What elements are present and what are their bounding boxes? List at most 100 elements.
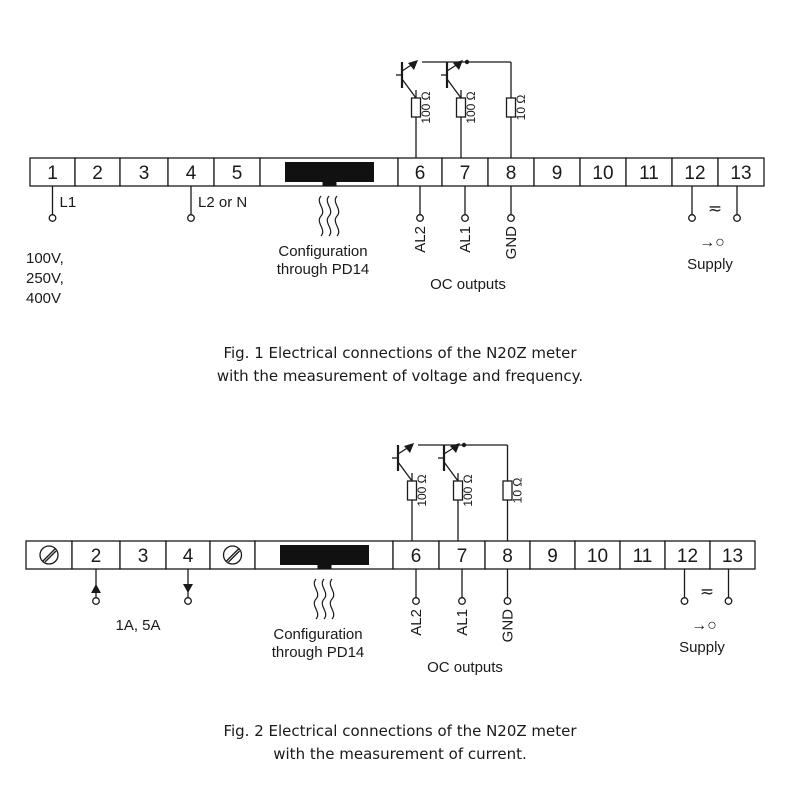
terminal-number: 7	[457, 546, 468, 567]
current-out-arrow-icon	[183, 584, 193, 593]
resistor-body	[452, 480, 464, 501]
screw-terminal-icon	[222, 545, 243, 565]
terminal-number: 10	[587, 546, 608, 567]
transistor-emitter	[446, 78, 462, 99]
terminal-number: 6	[415, 163, 426, 184]
resistor-value: 100 Ω	[461, 474, 475, 506]
ac-symbol-icon: ≂	[700, 582, 714, 601]
supply-arrow-icon: →○	[699, 234, 725, 251]
terminal-number: 13	[722, 546, 743, 567]
transistor-arrow	[408, 60, 418, 70]
config-wave-line	[321, 578, 327, 620]
terminal-number: 2	[92, 163, 103, 184]
terminal-box	[717, 157, 765, 187]
configuration-label-line-2: through PD14	[272, 644, 365, 661]
terminal-box	[533, 157, 581, 187]
input-l1-label: L1	[60, 194, 77, 211]
output-al1-terminal-icon	[458, 597, 466, 605]
terminal-number: 9	[552, 163, 563, 184]
figure-1-caption: Fig. 1 Electrical connections of the N20…	[0, 342, 800, 388]
screw-terminal-icon	[39, 545, 59, 565]
terminal-number: 5	[232, 163, 243, 184]
rail-junction-dot	[464, 59, 470, 65]
supply-arrow-icon: →○	[691, 617, 717, 634]
output-al2-label: AL2	[408, 609, 425, 636]
terminal-box	[441, 157, 489, 187]
config-wave-line	[329, 578, 335, 620]
voltage-range-label: 250V,	[26, 270, 64, 287]
output-al1-label: AL1	[454, 609, 471, 636]
oc-outputs-label: OC outputs	[427, 659, 503, 676]
output-al2-label: AL2	[412, 226, 429, 253]
output-gnd-label: GND	[503, 226, 520, 260]
rail-junction-dot	[461, 442, 467, 448]
configuration-wave-icon	[318, 195, 340, 237]
resistor-value: 100 Ω	[415, 474, 429, 506]
config-wave-line	[313, 578, 319, 620]
resistor-body	[502, 480, 513, 501]
resistor-body	[410, 97, 422, 118]
transistor-al1-icon	[441, 60, 463, 99]
terminal-number: 13	[730, 163, 751, 184]
output-gnd-terminal-icon	[503, 597, 512, 605]
terminal-box	[671, 157, 719, 187]
output-al1-label: AL1	[457, 226, 474, 253]
resistor-value: 100 Ω	[419, 91, 433, 123]
voltage-range-label: 400V	[26, 290, 61, 307]
resistor-body	[406, 480, 418, 501]
terminal-number: 8	[506, 163, 517, 184]
figure-2-caption-line-1: Fig. 2 Electrical connections of the N20…	[223, 722, 577, 740]
terminal-box	[213, 157, 261, 187]
resistor-100-ohm-al1: 100 Ω	[452, 474, 475, 507]
resistor-100-ohm-al2: 100 Ω	[410, 91, 433, 124]
terminal-box	[74, 157, 121, 187]
oc-outputs-label: OC outputs	[430, 276, 506, 293]
screw-slot	[226, 548, 239, 562]
terminal-number: 12	[684, 163, 705, 184]
input-2-terminal-icon	[92, 597, 100, 605]
supply-connection: ≂→○Supply	[679, 569, 733, 656]
figure-2-caption: Fig. 2 Electrical connections of the N20…	[0, 720, 800, 766]
terminal-number: 7	[460, 163, 471, 184]
configuration-port-connector	[285, 162, 374, 182]
terminal-box	[119, 157, 169, 187]
terminal-box	[119, 540, 167, 570]
transistor-al2-icon	[392, 443, 414, 482]
resistor-10-ohm-gnd: 10 Ω	[502, 478, 525, 504]
input-l1-terminal-icon	[48, 214, 57, 222]
terminal-number: 8	[502, 546, 513, 567]
supply-connection: ≂→○Supply	[687, 186, 741, 273]
terminal-number: 12	[677, 546, 698, 567]
terminal-number: 1	[47, 163, 58, 184]
configuration-label-line-1: Configuration	[273, 626, 362, 643]
transistor-emitter	[397, 461, 413, 482]
transistor-emitter	[401, 78, 417, 99]
terminal-number: 3	[139, 163, 150, 184]
input-l2n-label: L2 or N	[198, 194, 247, 211]
input-l2n-terminal-icon	[187, 214, 195, 222]
figure-1-caption-line-1: Fig. 1 Electrical connections of the N20…	[223, 344, 577, 362]
supply-label: Supply	[687, 256, 733, 273]
config-wave-line	[334, 195, 340, 237]
terminal-number: 11	[639, 163, 659, 184]
output-al1-terminal-icon	[461, 214, 469, 222]
input-4-terminal-icon	[184, 597, 192, 605]
resistor-value: 10 Ω	[511, 478, 525, 504]
output-gnd-label: GND	[500, 609, 517, 643]
figure-2-caption-line-2: with the measurement of current.	[273, 745, 527, 763]
supply-terminal-12-icon	[688, 214, 696, 222]
lower-connections: AL2 AL1 GND OC outputs	[408, 569, 517, 676]
terminal-number: 9	[547, 546, 558, 567]
terminal-number: 2	[91, 546, 102, 567]
configuration-port-tab	[317, 565, 332, 569]
terminal-box	[29, 157, 76, 187]
oc-output-circuit: 100 Ω 100 Ω 10 Ω	[392, 442, 525, 541]
terminal-number: 4	[186, 163, 197, 184]
configuration-label-line-1: Configuration	[278, 243, 367, 260]
supply-terminal-12-icon	[680, 597, 689, 605]
